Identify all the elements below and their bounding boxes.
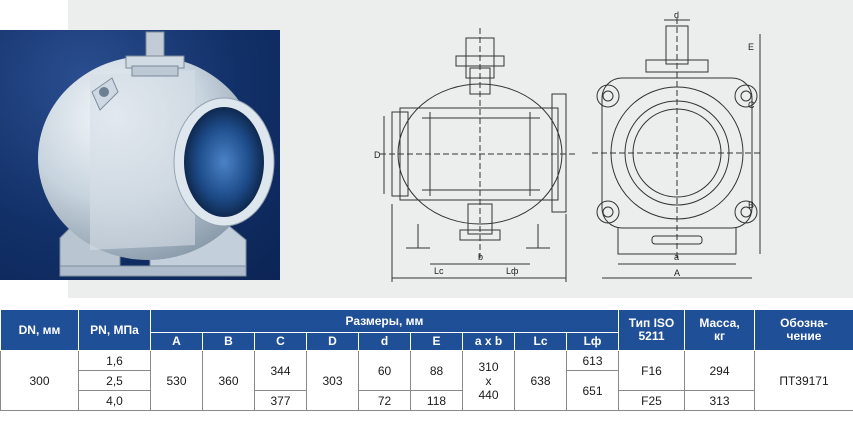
ball-valve-image bbox=[38, 31, 275, 277]
cell-mass-1: 294 bbox=[684, 350, 755, 391]
cell-dn: 300 bbox=[0, 350, 79, 411]
header-iso-line2: 5211 bbox=[638, 329, 665, 343]
cell-axb: 310 x 440 bbox=[462, 350, 515, 411]
cell-pn-3: 4,0 bbox=[78, 390, 151, 411]
label-E: E bbox=[748, 42, 754, 52]
subheader-C: C bbox=[254, 332, 307, 351]
label-A: A bbox=[674, 268, 680, 278]
table-row: 4,0 377 72 118 F25 313 bbox=[1, 390, 853, 411]
cell-pn-2: 2,5 bbox=[78, 370, 151, 391]
header-designation: Обозна- чение bbox=[754, 309, 853, 351]
header-mass-line1: Масса, bbox=[699, 316, 740, 330]
cell-d-2: 72 bbox=[358, 390, 411, 411]
subheader-A: A bbox=[150, 332, 203, 351]
label-D: D bbox=[374, 150, 381, 160]
header-designation-line1: Обозна- bbox=[780, 316, 828, 330]
label-Lf: Lф bbox=[506, 266, 519, 276]
subheader-E: E bbox=[410, 332, 463, 351]
label-d: d bbox=[674, 10, 679, 20]
header-designation-line2: чение bbox=[786, 329, 822, 343]
cell-B: 360 bbox=[202, 350, 255, 411]
subheader-D: D bbox=[306, 332, 359, 351]
cell-designation: ПТ39171 bbox=[754, 350, 853, 411]
spec-table: DN, мм PN, МПа Размеры, мм Тип ISO 5211 … bbox=[0, 309, 853, 411]
technical-drawing: D b Lc Lф d E C B a A bbox=[374, 10, 762, 282]
header-pn: PN, МПа bbox=[78, 309, 151, 351]
header-dn: DN, мм bbox=[0, 309, 79, 351]
header-iso: Тип ISO 5211 bbox=[618, 309, 685, 351]
table-row: 2,5 651 bbox=[1, 370, 853, 411]
cell-Lf-1: 613 bbox=[566, 350, 619, 371]
cell-axb-a: 310 bbox=[478, 359, 499, 374]
cell-axb-b: 440 bbox=[478, 387, 499, 402]
label-b: b bbox=[478, 252, 483, 262]
header-sizes: Размеры, мм bbox=[150, 309, 619, 333]
cell-axb-x: x bbox=[485, 373, 492, 388]
label-Lc: Lc bbox=[434, 266, 444, 276]
cell-C-1: 344 bbox=[254, 350, 307, 391]
cell-A: 530 bbox=[150, 350, 203, 411]
label-a: a bbox=[674, 252, 679, 262]
table-row: 300 1,6 530 360 344 303 60 88 310 x 440 … bbox=[0, 350, 853, 411]
header-iso-line1: Тип ISO bbox=[628, 316, 675, 330]
label-B: B bbox=[748, 200, 754, 210]
subheader-B: B bbox=[202, 332, 255, 351]
header-mass: Масса, кг bbox=[684, 309, 755, 351]
label-C: C bbox=[748, 100, 755, 110]
cell-C-2: 377 bbox=[254, 390, 307, 411]
subheader-d: d bbox=[358, 332, 411, 351]
cell-Lc: 638 bbox=[514, 350, 567, 411]
header-mass-line2: кг bbox=[713, 329, 725, 343]
cell-mass-2: 313 bbox=[684, 390, 755, 411]
cell-E-1: 88 bbox=[410, 350, 463, 391]
cell-iso-2: F25 bbox=[618, 390, 685, 411]
subheader-Lf: Lф bbox=[566, 332, 619, 351]
cell-pn-1: 1,6 bbox=[78, 350, 151, 371]
cell-Lf-2: 651 bbox=[566, 370, 619, 411]
cell-D: 303 bbox=[306, 350, 359, 411]
cell-E-2: 118 bbox=[410, 390, 463, 411]
cell-iso-1: F16 bbox=[618, 350, 685, 391]
subheader-Lc: Lc bbox=[514, 332, 567, 351]
cell-d-1: 60 bbox=[358, 350, 411, 391]
valve-photo bbox=[0, 30, 280, 280]
subheader-axb: a x b bbox=[462, 332, 515, 351]
